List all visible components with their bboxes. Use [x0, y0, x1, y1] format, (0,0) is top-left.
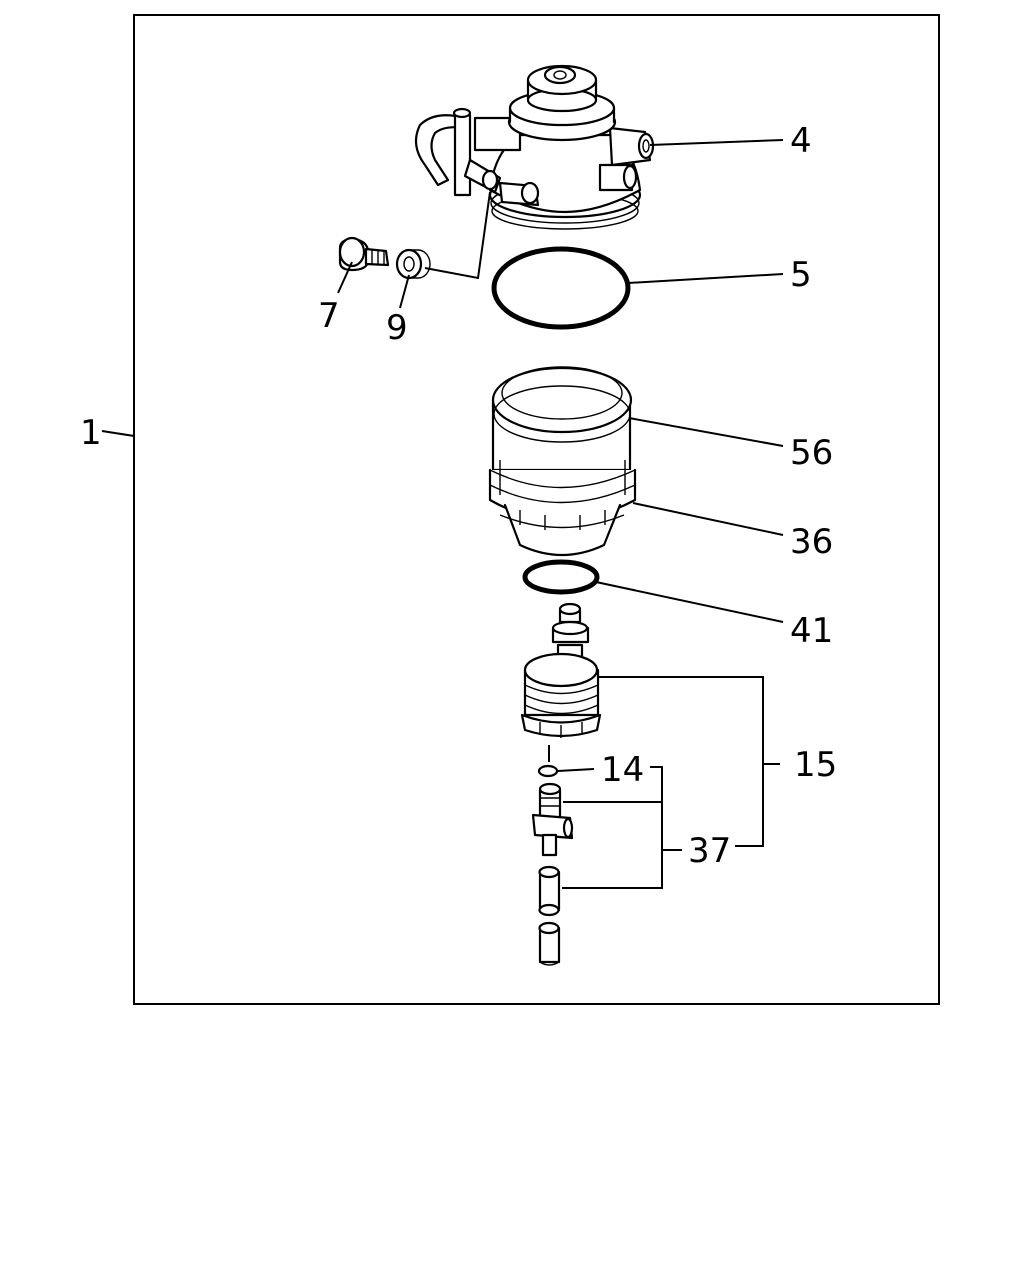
part-washer	[395, 248, 431, 280]
callout-56: 56	[790, 433, 833, 473]
part-filter-bowl	[488, 460, 637, 557]
callout-5: 5	[790, 255, 812, 295]
callout-14: 14	[601, 750, 644, 790]
part-drain-plug	[520, 602, 602, 738]
callout-1: 1	[80, 413, 102, 453]
part-filter-head	[414, 64, 655, 230]
callout-7: 7	[318, 296, 340, 336]
assembly-frame	[133, 14, 940, 1005]
part-bolt	[338, 236, 390, 272]
part-drain-cock	[531, 782, 574, 966]
callout-37: 37	[688, 831, 731, 871]
part-o-ring-large	[491, 246, 631, 330]
leader-lines	[101, 139, 784, 889]
callout-4: 4	[790, 121, 812, 161]
callout-41: 41	[790, 611, 833, 651]
part-o-ring-small	[522, 559, 600, 595]
callout-9: 9	[386, 308, 408, 348]
part-filter-element	[491, 366, 633, 472]
callout-36: 36	[790, 522, 833, 562]
callout-15: 15	[794, 745, 837, 785]
part-seal	[537, 764, 559, 778]
